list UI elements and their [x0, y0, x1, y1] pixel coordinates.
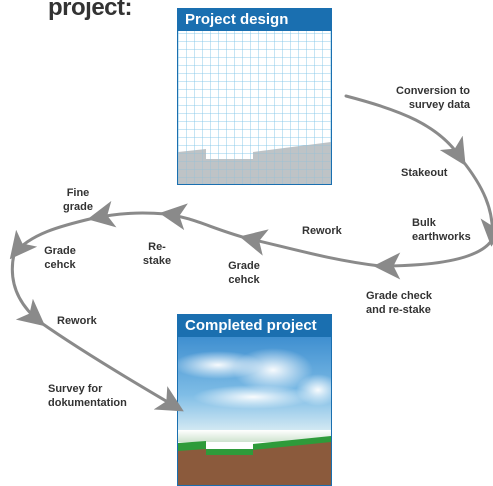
arrow-bulk-to-gradecheck — [373, 238, 493, 280]
label-grade-cehck-2: Grade cehck — [44, 245, 76, 271]
completed-project-card: Completed project — [177, 314, 332, 486]
completed-project-title: Completed project — [178, 315, 331, 337]
label-rework-1: Rework — [302, 225, 342, 237]
project-design-card: Project design — [177, 8, 332, 185]
label-grade-cehck-1: Grade cehck — [228, 260, 260, 286]
arrow-gradecheck-to-rework — [239, 229, 382, 268]
arrow-finegrade-to-gradecheck — [9, 216, 96, 260]
arrow-conversion-to-stakeout — [344, 94, 466, 166]
arrow-rework-to-survey — [38, 320, 184, 412]
label-grade-check-restake: Grade check and re-stake — [366, 290, 433, 316]
arrow-rework-to-restake — [159, 203, 248, 240]
project-design-title: Project design — [178, 9, 331, 31]
arrow-restake-to-finegrade — [87, 200, 168, 228]
label-re-stake: Re- stake — [142, 241, 172, 267]
design-grid-illustration — [178, 31, 331, 184]
arrow-stakeout-to-bulk — [460, 158, 493, 247]
page-heading: project: — [48, 0, 133, 21]
label-rework-2: Rework — [57, 315, 97, 327]
label-survey-documentation: Survey for dokumentation — [48, 383, 127, 409]
completed-landscape-illustration — [178, 337, 331, 485]
label-bulk-earthworks: Bulk earthworks — [412, 217, 471, 243]
label-fine-grade: Fine grade — [63, 187, 93, 213]
label-conversion: Conversion to survey data — [396, 85, 470, 111]
label-stakeout: Stakeout — [401, 167, 448, 179]
arrow-gradecheck-to-rework-left — [10, 252, 46, 327]
